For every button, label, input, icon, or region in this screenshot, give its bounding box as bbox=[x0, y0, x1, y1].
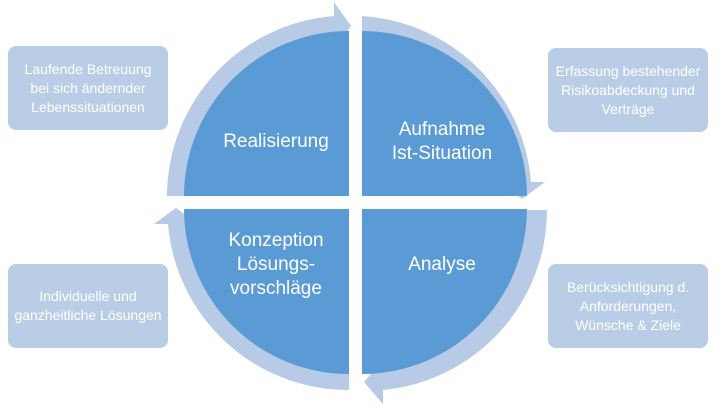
quadrant-label-realisierung: Realisierung bbox=[223, 131, 329, 152]
note-text: Individuelle und ganzheitliche Lösungen bbox=[14, 288, 162, 323]
quadrant-label-analyse: Analyse bbox=[408, 254, 476, 275]
quadrant-label-konzeption: Konzeption Lösungs- vorschläge bbox=[228, 230, 324, 299]
arrow-ring-bottom-right bbox=[364, 210, 547, 404]
note-text: Laufende Betreuung bei sich ändernder Le… bbox=[24, 60, 152, 115]
note-erfassung: Erfassung bestehender Risikoabdeckung un… bbox=[548, 48, 708, 132]
quadrant-top-right bbox=[362, 31, 527, 196]
quadrant-top-left bbox=[184, 31, 349, 196]
note-text: Erfassung bestehender Risikoabdeckung un… bbox=[555, 62, 701, 117]
note-laufende-betreuung: Laufende Betreuung bei sich ändernder Le… bbox=[8, 46, 168, 130]
quadrant-bottom-left bbox=[184, 209, 349, 374]
quadrant-bottom-right bbox=[362, 209, 527, 374]
quadrant-label-aufnahme: Aufnahme Ist-Situation bbox=[391, 119, 493, 164]
note-beruecksichtigung: Berücksichtigung d. Anforderungen, Wünsc… bbox=[548, 264, 708, 348]
note-text: Berücksichtigung d. Anforderungen, Wünsc… bbox=[566, 278, 690, 333]
note-loesungen: Individuelle und ganzheitliche Lösungen bbox=[8, 264, 168, 348]
